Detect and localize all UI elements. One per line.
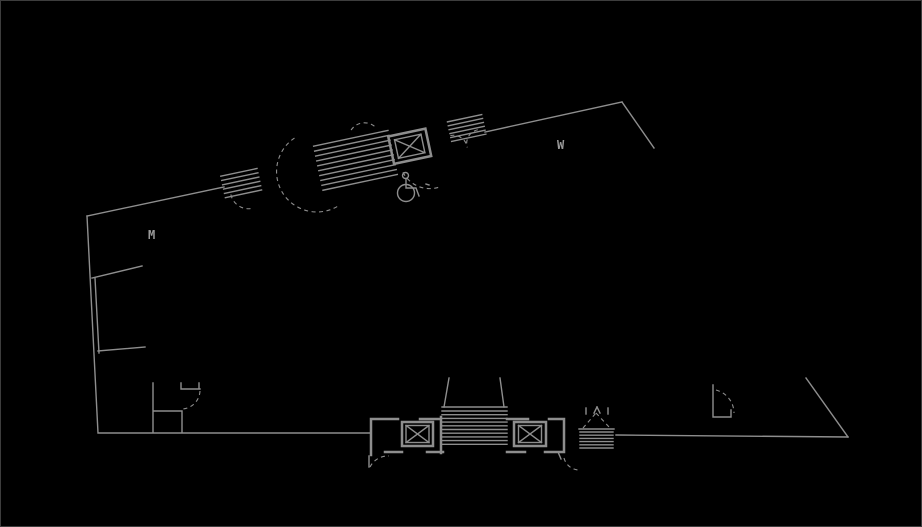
direction-arrow [582, 406, 611, 429]
door-swing-arc [715, 389, 735, 414]
upper-stair-complex [219, 113, 487, 222]
lower-elevator-right [512, 420, 548, 448]
stair-bank-b [312, 129, 399, 192]
door-swing-arc [563, 457, 579, 471]
mens-room-partitions [213, 192, 248, 250]
door-swing-arc [182, 390, 201, 410]
stair-balustrade [499, 377, 505, 408]
womens-room-label: W [557, 138, 565, 152]
wheelchair-icon [396, 171, 430, 203]
stair-balustrade [443, 377, 450, 408]
womens-room-partition [508, 162, 513, 180]
left-elevator-lobby [368, 415, 445, 468]
right-exit-stair [578, 406, 615, 449]
stair-bank-c [446, 113, 487, 143]
lower-stair-complex [368, 377, 615, 471]
center-double-stair [441, 377, 508, 445]
left-rooms [91, 265, 201, 433]
upper-elevator [386, 127, 433, 166]
hall-partitions [330, 171, 392, 222]
bottom-right-door [712, 384, 735, 418]
stair-bank-a [219, 167, 263, 199]
upper-door-swings [230, 122, 478, 213]
right-elevator-lobby [505, 417, 579, 471]
building-outline [86, 101, 849, 438]
mens-room-label: M [148, 228, 155, 242]
lower-elevator-left [400, 420, 435, 448]
door-swing-arc [369, 455, 390, 468]
